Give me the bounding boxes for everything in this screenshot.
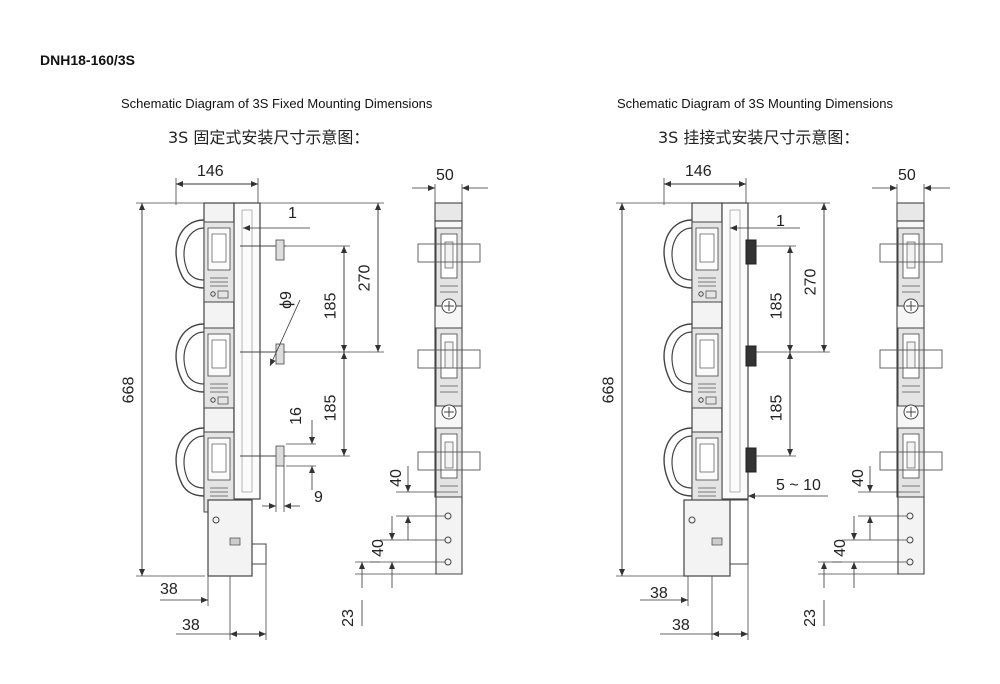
left-dim-hole-dia: ϕ9 bbox=[277, 291, 295, 309]
right-dim-span-270: 270 bbox=[802, 268, 820, 296]
product-model-title: DNH18-160/3S bbox=[40, 52, 135, 68]
right-dim-38-b: 38 bbox=[672, 617, 690, 634]
left-dim-pitch-185-lower: 185 bbox=[322, 394, 340, 422]
left-caption-en: Schematic Diagram of 3S Fixed Mounting D… bbox=[121, 96, 433, 111]
right-dim-40-lower: 40 bbox=[831, 539, 849, 557]
left-dim-span-270: 270 bbox=[356, 264, 374, 292]
right-dim-range-5-10: 5 ~ 10 bbox=[776, 477, 821, 494]
left-dim-depth-50: 50 bbox=[436, 167, 454, 184]
left-dim-16: 16 bbox=[287, 407, 305, 425]
right-dim-width-146: 146 bbox=[685, 163, 712, 180]
left-dim-pitch-185-upper: 185 bbox=[322, 292, 340, 320]
left-dim-40-lower: 40 bbox=[369, 539, 387, 557]
right-dim-pitch-185-lower: 185 bbox=[768, 394, 786, 422]
right-dim-pitch-185-upper: 185 bbox=[768, 292, 786, 320]
right-dim-40-upper: 40 bbox=[849, 469, 867, 487]
left-dim-40-upper: 40 bbox=[387, 469, 405, 487]
right-front-view bbox=[616, 178, 830, 640]
right-dim-depth-50: 50 bbox=[898, 167, 916, 184]
right-caption-zh: 3S 挂接式安装尺寸示意图： bbox=[658, 128, 860, 147]
left-front-view bbox=[136, 178, 384, 640]
left-dim-38-a: 38 bbox=[160, 581, 178, 598]
left-dim-height-668: 668 bbox=[120, 376, 138, 404]
right-dim-38-a: 38 bbox=[650, 585, 668, 602]
left-dim-9: 9 bbox=[314, 489, 323, 506]
right-side-view bbox=[818, 184, 950, 626]
right-dim-gap-1: 1 bbox=[776, 213, 785, 230]
left-dim-38-b: 38 bbox=[182, 617, 200, 634]
right-dim-height-668: 668 bbox=[600, 376, 618, 404]
right-caption-en: Schematic Diagram of 3S Mounting Dimensi… bbox=[617, 96, 894, 111]
left-dim-gap-1: 1 bbox=[288, 205, 297, 222]
left-dim-23: 23 bbox=[339, 609, 357, 627]
left-dim-width-146: 146 bbox=[197, 163, 224, 180]
left-caption-zh: 3S 固定式安装尺寸示意图： bbox=[168, 128, 370, 147]
left-side-view bbox=[355, 184, 488, 626]
right-dim-23: 23 bbox=[801, 609, 819, 627]
